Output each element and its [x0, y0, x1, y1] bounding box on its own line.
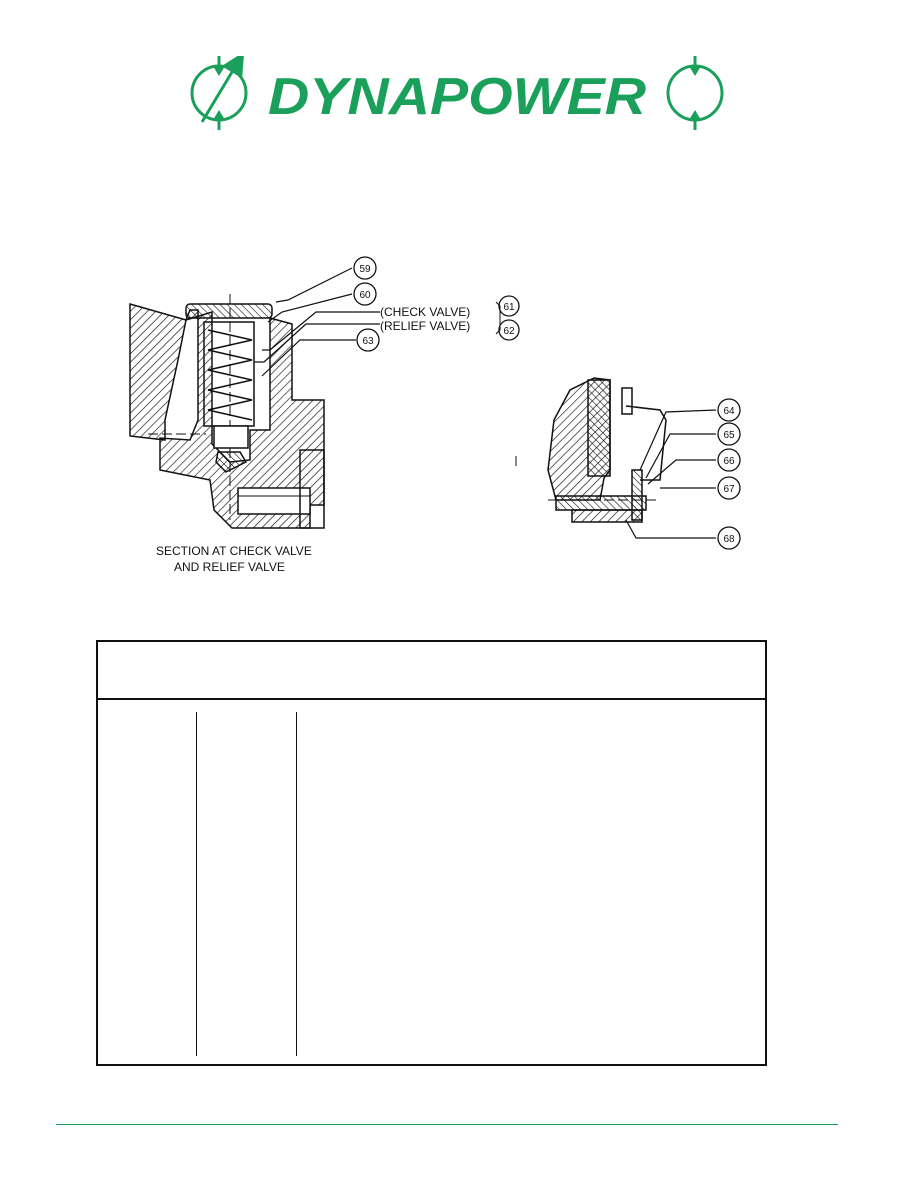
parts-table [96, 640, 767, 1066]
motor-icon [666, 56, 724, 130]
callout-63: 63 [356, 328, 380, 352]
callout-59: 59 [353, 256, 377, 280]
svg-text:63: 63 [362, 336, 374, 347]
check-valve-label: (CHECK VALVE) [380, 305, 470, 319]
caption-line-1: SECTION AT CHECK VALVE [156, 544, 312, 558]
callout-68: 68 [717, 526, 741, 550]
svg-text:59: 59 [359, 264, 371, 275]
svg-text:65: 65 [723, 430, 735, 441]
svg-text:64: 64 [723, 406, 735, 417]
callout-66: 66 [717, 448, 741, 472]
callout-61: 61 [498, 295, 520, 317]
section-drawing: 59 60 61 62 63 64 65 66 67 68 (CHECK VAL… [129, 256, 741, 574]
brand-wordmark: DYNAPOWER [268, 68, 646, 126]
table-header [98, 642, 765, 700]
variable-pump-icon [190, 56, 248, 130]
svg-text:66: 66 [723, 456, 735, 467]
svg-text:61: 61 [503, 302, 515, 313]
relief-valve-label: (RELIEF VALVE) [380, 319, 470, 333]
shaft-seal-section [515, 377, 667, 523]
callout-65: 65 [717, 422, 741, 446]
svg-text:62: 62 [503, 326, 515, 337]
caption-line-2: AND RELIEF VALVE [174, 560, 285, 574]
callout-62: 62 [498, 319, 520, 341]
column-divider [196, 712, 197, 1056]
check-relief-valve-section [129, 294, 325, 529]
svg-text:60: 60 [359, 290, 371, 301]
callout-67: 67 [717, 476, 741, 500]
svg-text:68: 68 [723, 534, 735, 545]
svg-text:67: 67 [723, 484, 735, 495]
brand-logo: DYNAPOWER [190, 56, 724, 130]
footer-rule [56, 1124, 838, 1125]
callout-64: 64 [717, 398, 741, 422]
callout-60: 60 [353, 282, 377, 306]
column-divider [296, 712, 297, 1056]
